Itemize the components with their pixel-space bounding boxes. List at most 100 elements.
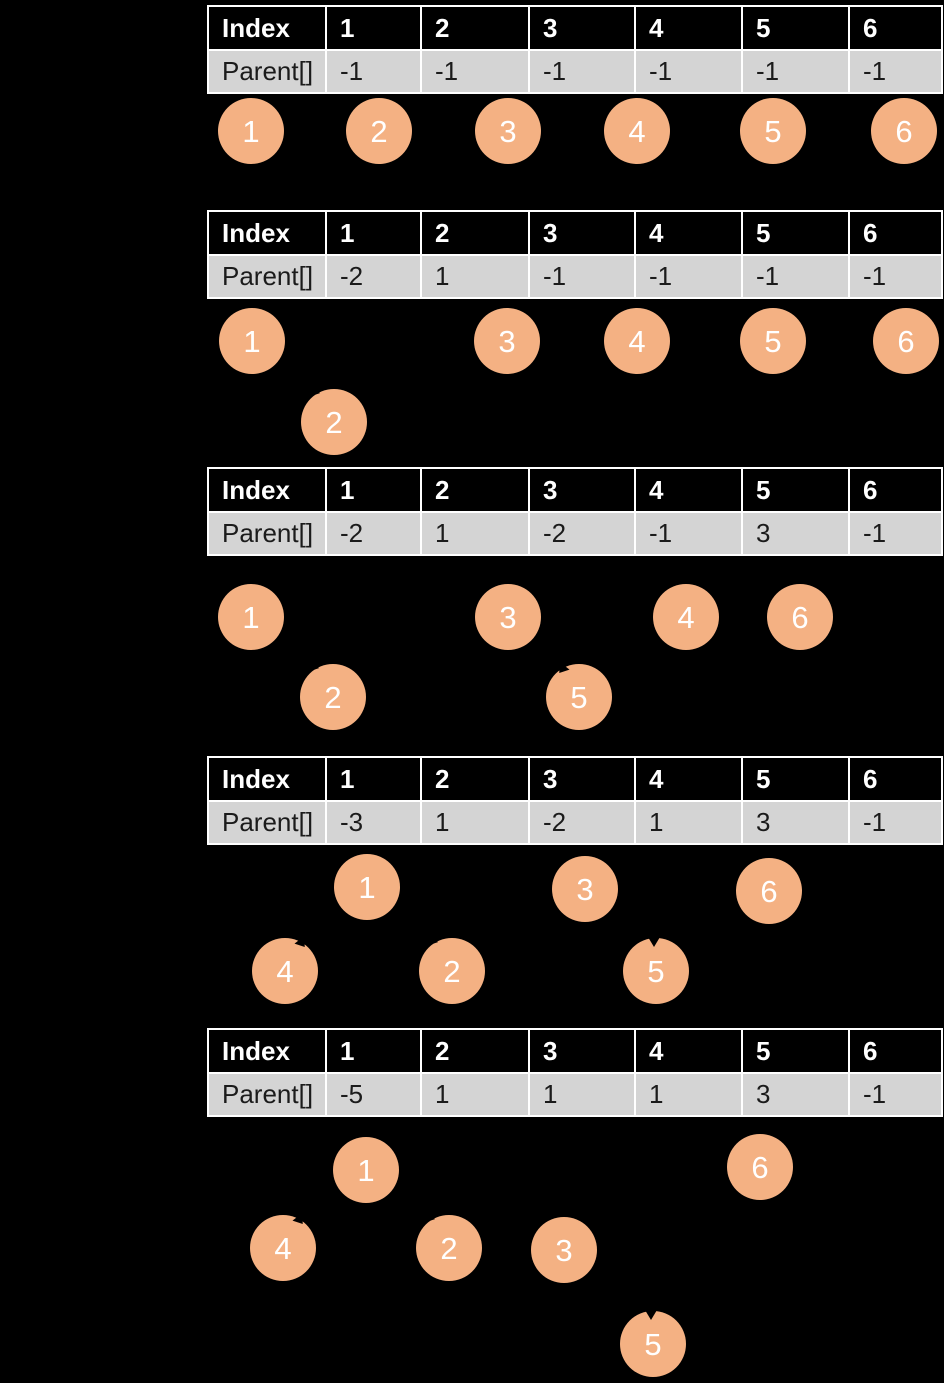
index-col-header-2: 2 xyxy=(422,469,528,511)
parent-table-step3: Index 1 2 3 4 5 6 Parent[] -2 1 -2 -1 3 … xyxy=(207,467,943,556)
index-col-header-3: 3 xyxy=(530,758,634,800)
index-header-label: Index xyxy=(209,1030,325,1072)
s4-tree-node-5: 5 xyxy=(623,937,689,1004)
index-col-header-2: 2 xyxy=(422,212,528,254)
parent-table-step2: Index 1 2 3 4 5 6 Parent[] -2 1 -1 -1 -1… xyxy=(207,210,943,299)
s3-tree-node-5: 5 xyxy=(546,662,612,730)
connector-arrowhead-artifact xyxy=(554,662,570,677)
parent-table-step1: Index 1 2 3 4 5 6 Parent[] -1 -1 -1 -1 -… xyxy=(207,5,943,94)
parent-cell: -1 xyxy=(850,802,941,843)
index-col-header-3: 3 xyxy=(530,212,634,254)
index-col-header-5: 5 xyxy=(743,1030,848,1072)
parent-cell: -2 xyxy=(327,256,420,297)
s3-tree-node-4: 4 xyxy=(653,584,719,650)
index-col-header-4: 4 xyxy=(636,7,741,49)
s3-tree-node-6: 6 xyxy=(767,584,833,650)
s1-tree-node-6: 6 xyxy=(871,98,937,164)
connector-arrowhead-artifact xyxy=(294,936,310,951)
index-col-header-6: 6 xyxy=(850,7,941,49)
s1-tree-node-2: 2 xyxy=(346,98,412,164)
connector-arrowhead-artifact xyxy=(648,937,660,947)
s2-tree-node-2: 2 xyxy=(301,388,367,455)
s4-tree-node-4: 4 xyxy=(252,936,318,1004)
index-col-header-1: 1 xyxy=(327,212,420,254)
parent-table-step5: Index 1 2 3 4 5 6 Parent[] -5 1 1 1 3 -1 xyxy=(207,1028,943,1117)
s4-tree-node-2: 2 xyxy=(419,937,485,1004)
index-col-header-2: 2 xyxy=(422,758,528,800)
index-header-label: Index xyxy=(209,212,325,254)
index-col-header-5: 5 xyxy=(743,469,848,511)
index-col-header-4: 4 xyxy=(636,1030,741,1072)
index-col-header-1: 1 xyxy=(327,7,420,49)
index-header-label: Index xyxy=(209,469,325,511)
index-col-header-1: 1 xyxy=(327,469,420,511)
index-col-header-5: 5 xyxy=(743,758,848,800)
s1-tree-node-1: 1 xyxy=(218,98,284,164)
connector-arrowhead-artifact xyxy=(428,937,438,947)
s4-tree-node-1: 1 xyxy=(334,854,400,920)
parent-row-label: Parent[] xyxy=(209,256,325,297)
parent-cell: -2 xyxy=(530,802,634,843)
parent-table-step4: Index 1 2 3 4 5 6 Parent[] -3 1 -2 1 3 -… xyxy=(207,756,943,845)
parent-cell: -5 xyxy=(327,1074,420,1115)
index-col-header-2: 2 xyxy=(422,1030,528,1072)
s5-tree-node-6: 6 xyxy=(727,1134,793,1200)
connector-arrowhead-artifact xyxy=(645,1310,657,1320)
parent-cell: -1 xyxy=(850,256,941,297)
parent-cell: -1 xyxy=(850,51,941,92)
s2-tree-node-6: 6 xyxy=(873,308,939,374)
s3-tree-node-1: 1 xyxy=(218,584,284,650)
connector-arrowhead-artifact xyxy=(425,1214,435,1224)
parent-cell: -1 xyxy=(422,51,528,92)
index-header-label: Index xyxy=(209,758,325,800)
parent-cell: 1 xyxy=(422,513,528,554)
parent-row-label: Parent[] xyxy=(209,802,325,843)
connector-arrowhead-artifact xyxy=(309,663,319,673)
index-col-header-1: 1 xyxy=(327,1030,420,1072)
parent-cell: -2 xyxy=(327,513,420,554)
parent-row-label: Parent[] xyxy=(209,51,325,92)
index-col-header-6: 6 xyxy=(850,469,941,511)
index-col-header-6: 6 xyxy=(850,1030,941,1072)
index-col-header-6: 6 xyxy=(850,212,941,254)
parent-cell: -1 xyxy=(850,1074,941,1115)
index-col-header-6: 6 xyxy=(850,758,941,800)
parent-cell: -1 xyxy=(530,51,634,92)
s3-tree-node-2: 2 xyxy=(300,663,366,730)
parent-row-label: Parent[] xyxy=(209,1074,325,1115)
index-col-header-4: 4 xyxy=(636,469,741,511)
parent-cell: -1 xyxy=(636,256,741,297)
parent-cell: -1 xyxy=(327,51,420,92)
s2-tree-node-4: 4 xyxy=(604,308,670,374)
index-col-header-3: 3 xyxy=(530,7,634,49)
s2-tree-node-1: 1 xyxy=(219,308,285,374)
s3-tree-node-3: 3 xyxy=(475,584,541,650)
parent-cell: 3 xyxy=(743,513,848,554)
connector-arrowhead-artifact xyxy=(310,388,320,398)
s1-tree-node-4: 4 xyxy=(604,98,670,164)
parent-cell: -1 xyxy=(743,51,848,92)
s5-tree-node-4: 4 xyxy=(250,1213,316,1281)
parent-cell: -1 xyxy=(850,513,941,554)
s5-tree-node-2: 2 xyxy=(416,1214,482,1281)
s1-tree-node-3: 3 xyxy=(475,98,541,164)
s5-tree-node-5: 5 xyxy=(620,1310,686,1377)
parent-cell: 3 xyxy=(743,1074,848,1115)
index-col-header-3: 3 xyxy=(530,1030,634,1072)
index-col-header-4: 4 xyxy=(636,212,741,254)
parent-cell: -1 xyxy=(636,51,741,92)
s4-tree-node-3: 3 xyxy=(552,856,618,922)
parent-row-label: Parent[] xyxy=(209,513,325,554)
index-col-header-2: 2 xyxy=(422,7,528,49)
index-col-header-5: 5 xyxy=(743,7,848,49)
index-col-header-4: 4 xyxy=(636,758,741,800)
s4-tree-node-6: 6 xyxy=(736,858,802,924)
parent-cell: 1 xyxy=(636,802,741,843)
parent-cell: -2 xyxy=(530,513,634,554)
s5-tree-node-3: 3 xyxy=(531,1217,597,1283)
parent-cell: 1 xyxy=(636,1074,741,1115)
index-col-header-3: 3 xyxy=(530,469,634,511)
parent-cell: 3 xyxy=(743,802,848,843)
parent-cell: -1 xyxy=(636,513,741,554)
